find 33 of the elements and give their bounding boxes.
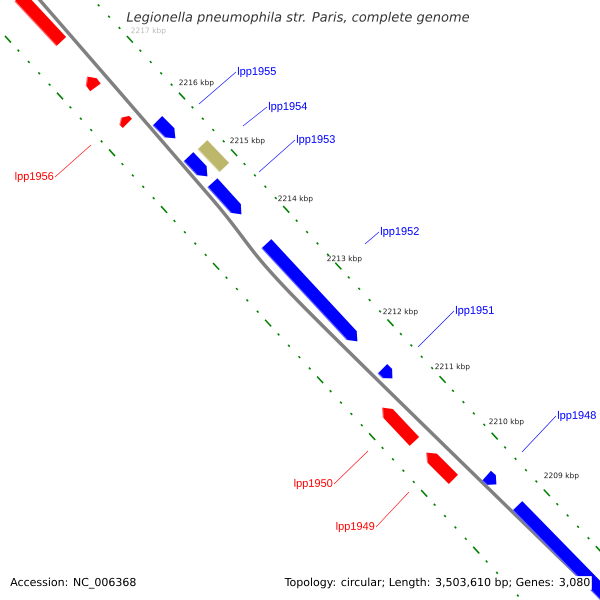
gene-block <box>207 178 242 214</box>
gene-block <box>482 470 496 486</box>
gene-block <box>152 116 176 138</box>
gene-block <box>86 76 101 92</box>
gene-label: lpp1953 <box>296 134 335 146</box>
summary-text: Topology: circular; Length: 3,503,610 bp; Genes: 3,080 <box>283 576 592 590</box>
gene-bar <box>197 140 230 172</box>
leader-line <box>364 232 380 244</box>
gene-bar <box>14 0 66 46</box>
leader-line <box>258 140 296 172</box>
gene-block <box>378 364 392 379</box>
accession-text: Accession: NC_006368 <box>10 578 136 589</box>
gene-label: lpp1949 <box>336 522 374 532</box>
leader-line <box>376 492 410 528</box>
gene-label: lpp1954 <box>268 102 307 112</box>
gene-label: lpp1956 <box>15 172 54 182</box>
leader-line <box>54 144 92 178</box>
leader-line <box>418 310 454 348</box>
leader-line <box>242 106 268 126</box>
gene-label: lpp1950 <box>294 478 332 490</box>
leader-line <box>522 416 556 452</box>
gene-label: lpp1948 <box>558 410 596 422</box>
gene-block <box>382 408 420 446</box>
gene-block <box>119 116 132 128</box>
gene-block <box>426 452 458 484</box>
gene-label: lpp1952 <box>380 226 419 238</box>
title: Legionella pneumophila str. Paris, complete genome <box>126 12 470 24</box>
gene-label: lpp1955 <box>238 66 276 78</box>
leader-line <box>334 450 368 484</box>
gene-label: lpp1951 <box>456 306 494 316</box>
gene-block <box>183 152 208 176</box>
gene-bar <box>512 501 600 600</box>
leader-line <box>198 72 236 104</box>
